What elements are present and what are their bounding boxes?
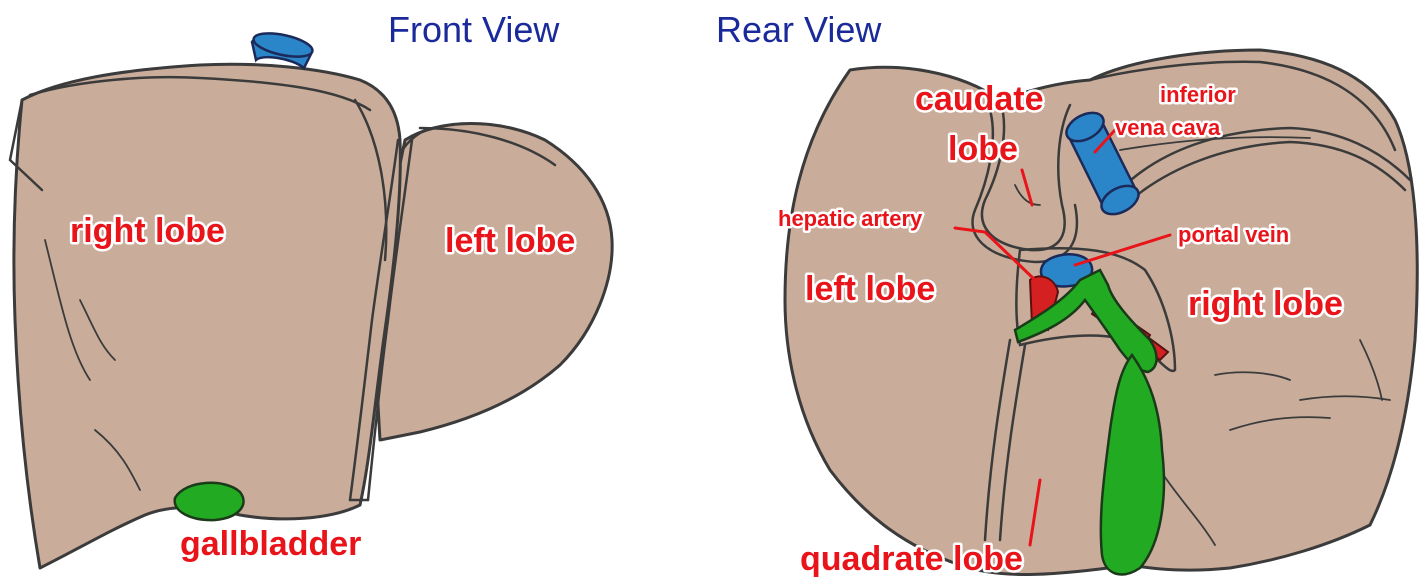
front-vena-cava xyxy=(252,29,315,68)
rear-right-lobe-label: right lobe xyxy=(1188,285,1343,323)
front-right-lobe-label: right lobe xyxy=(70,212,225,250)
front-gallbladder-label: gallbladder xyxy=(180,525,361,563)
rear-left-lobe-label: left lobe xyxy=(805,270,935,308)
front-liver xyxy=(10,29,612,568)
rear-portal-vein-label: portal vein xyxy=(1178,222,1289,247)
front-left-lobe-label: left lobe xyxy=(445,222,575,260)
rear-vena-cava-label-line2: vena cava xyxy=(1115,115,1221,140)
rear-quadrate-lobe-label: quadrate lobe xyxy=(800,540,1023,578)
front-view-title: Front View xyxy=(388,9,560,50)
rear-vena-cava-label-line1: inferior xyxy=(1160,82,1236,107)
front-gallbladder-shape xyxy=(175,483,244,520)
rear-hepatic-artery-label: hepatic artery xyxy=(778,206,923,231)
rear-caudate-label-line2: lobe xyxy=(948,130,1018,168)
rear-caudate-label-line1: caudate xyxy=(915,80,1044,118)
rear-view-title: Rear View xyxy=(716,9,882,50)
